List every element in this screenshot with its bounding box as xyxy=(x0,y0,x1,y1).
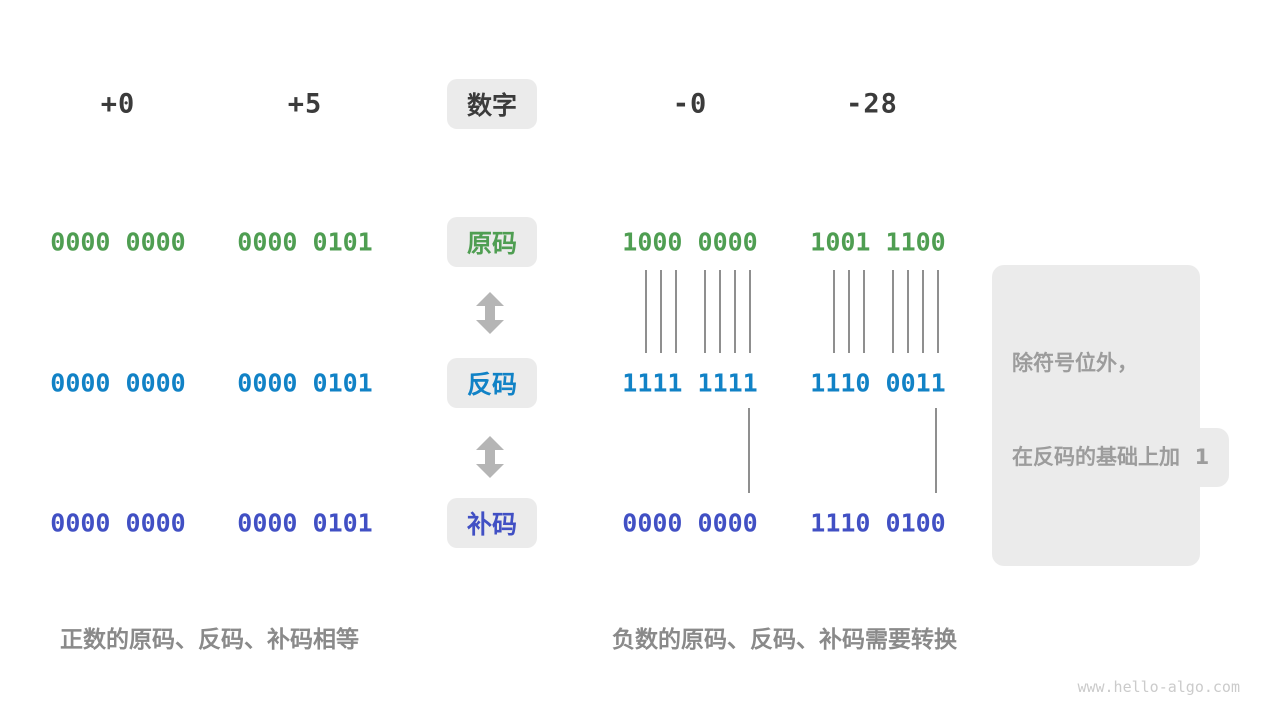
sign-magnitude-pos-five: 0000 0101 xyxy=(237,227,373,257)
negative-numbers-caption: 负数的原码、反码、补码需要转换 xyxy=(612,627,957,653)
add-one-annotation: 在反码的基础上加 1 xyxy=(992,428,1230,487)
positive-numbers-caption: 正数的原码、反码、补码相等 xyxy=(60,627,359,653)
sign-magnitude-pos-zero: 0000 0000 xyxy=(50,227,186,257)
ones-complement-label-box: 反码 xyxy=(446,358,538,408)
invert-bits-annotation-line1: 除符号位外， xyxy=(1012,351,1138,376)
carry-connector-line xyxy=(935,408,937,493)
invert-bits-annotation: 除符号位外， 对其余所有位取反 xyxy=(992,265,1200,567)
twos-complement-neg-twenty-eight: 1110 0100 xyxy=(810,508,946,538)
decimal-pos-five: +5 xyxy=(287,88,323,120)
ones-complement-neg-zero: 1111 1111 xyxy=(622,368,758,398)
twos-complement-neg-zero: 0000 0000 xyxy=(622,508,758,538)
bit-connector-line xyxy=(833,270,835,353)
decimal-pos-zero: +0 xyxy=(100,88,136,120)
ones-complement-pos-zero: 0000 0000 xyxy=(50,368,186,398)
sign-magnitude-label-box: 原码 xyxy=(446,217,538,267)
carry-connector-line xyxy=(748,408,750,493)
bit-connector-line xyxy=(848,270,850,353)
bit-connector-line xyxy=(734,270,736,353)
bit-connector-line xyxy=(719,270,721,353)
bit-connector-line xyxy=(660,270,662,353)
twos-complement-pos-zero: 0000 0000 xyxy=(50,508,186,538)
sign-magnitude-neg-zero: 1000 0000 xyxy=(622,227,758,257)
sign-magnitude-neg-twenty-eight: 1001 1100 xyxy=(810,227,946,257)
decimal-neg-zero: -0 xyxy=(672,88,708,120)
twos-complement-label-box: 补码 xyxy=(446,498,538,548)
bit-connector-line xyxy=(704,270,706,353)
updown-arrow-icon xyxy=(476,292,504,338)
updown-arrow-icon xyxy=(476,436,504,482)
number-label-box: 数字 xyxy=(446,79,538,129)
bit-connector-line xyxy=(937,270,939,353)
bit-connector-line xyxy=(863,270,865,353)
bit-connector-line xyxy=(922,270,924,353)
site-watermark: www.hello-algo.com xyxy=(1077,678,1240,696)
decimal-neg-twenty-eight: -28 xyxy=(846,88,898,120)
ones-complement-pos-five: 0000 0101 xyxy=(237,368,373,398)
twos-complement-pos-five: 0000 0101 xyxy=(237,508,373,538)
bit-connector-line xyxy=(907,270,909,353)
bit-connector-line xyxy=(645,270,647,353)
ones-complement-neg-twenty-eight: 1110 0011 xyxy=(810,368,946,398)
bit-connector-line xyxy=(675,270,677,353)
bit-connector-line xyxy=(892,270,894,353)
bit-connector-line xyxy=(749,270,751,353)
